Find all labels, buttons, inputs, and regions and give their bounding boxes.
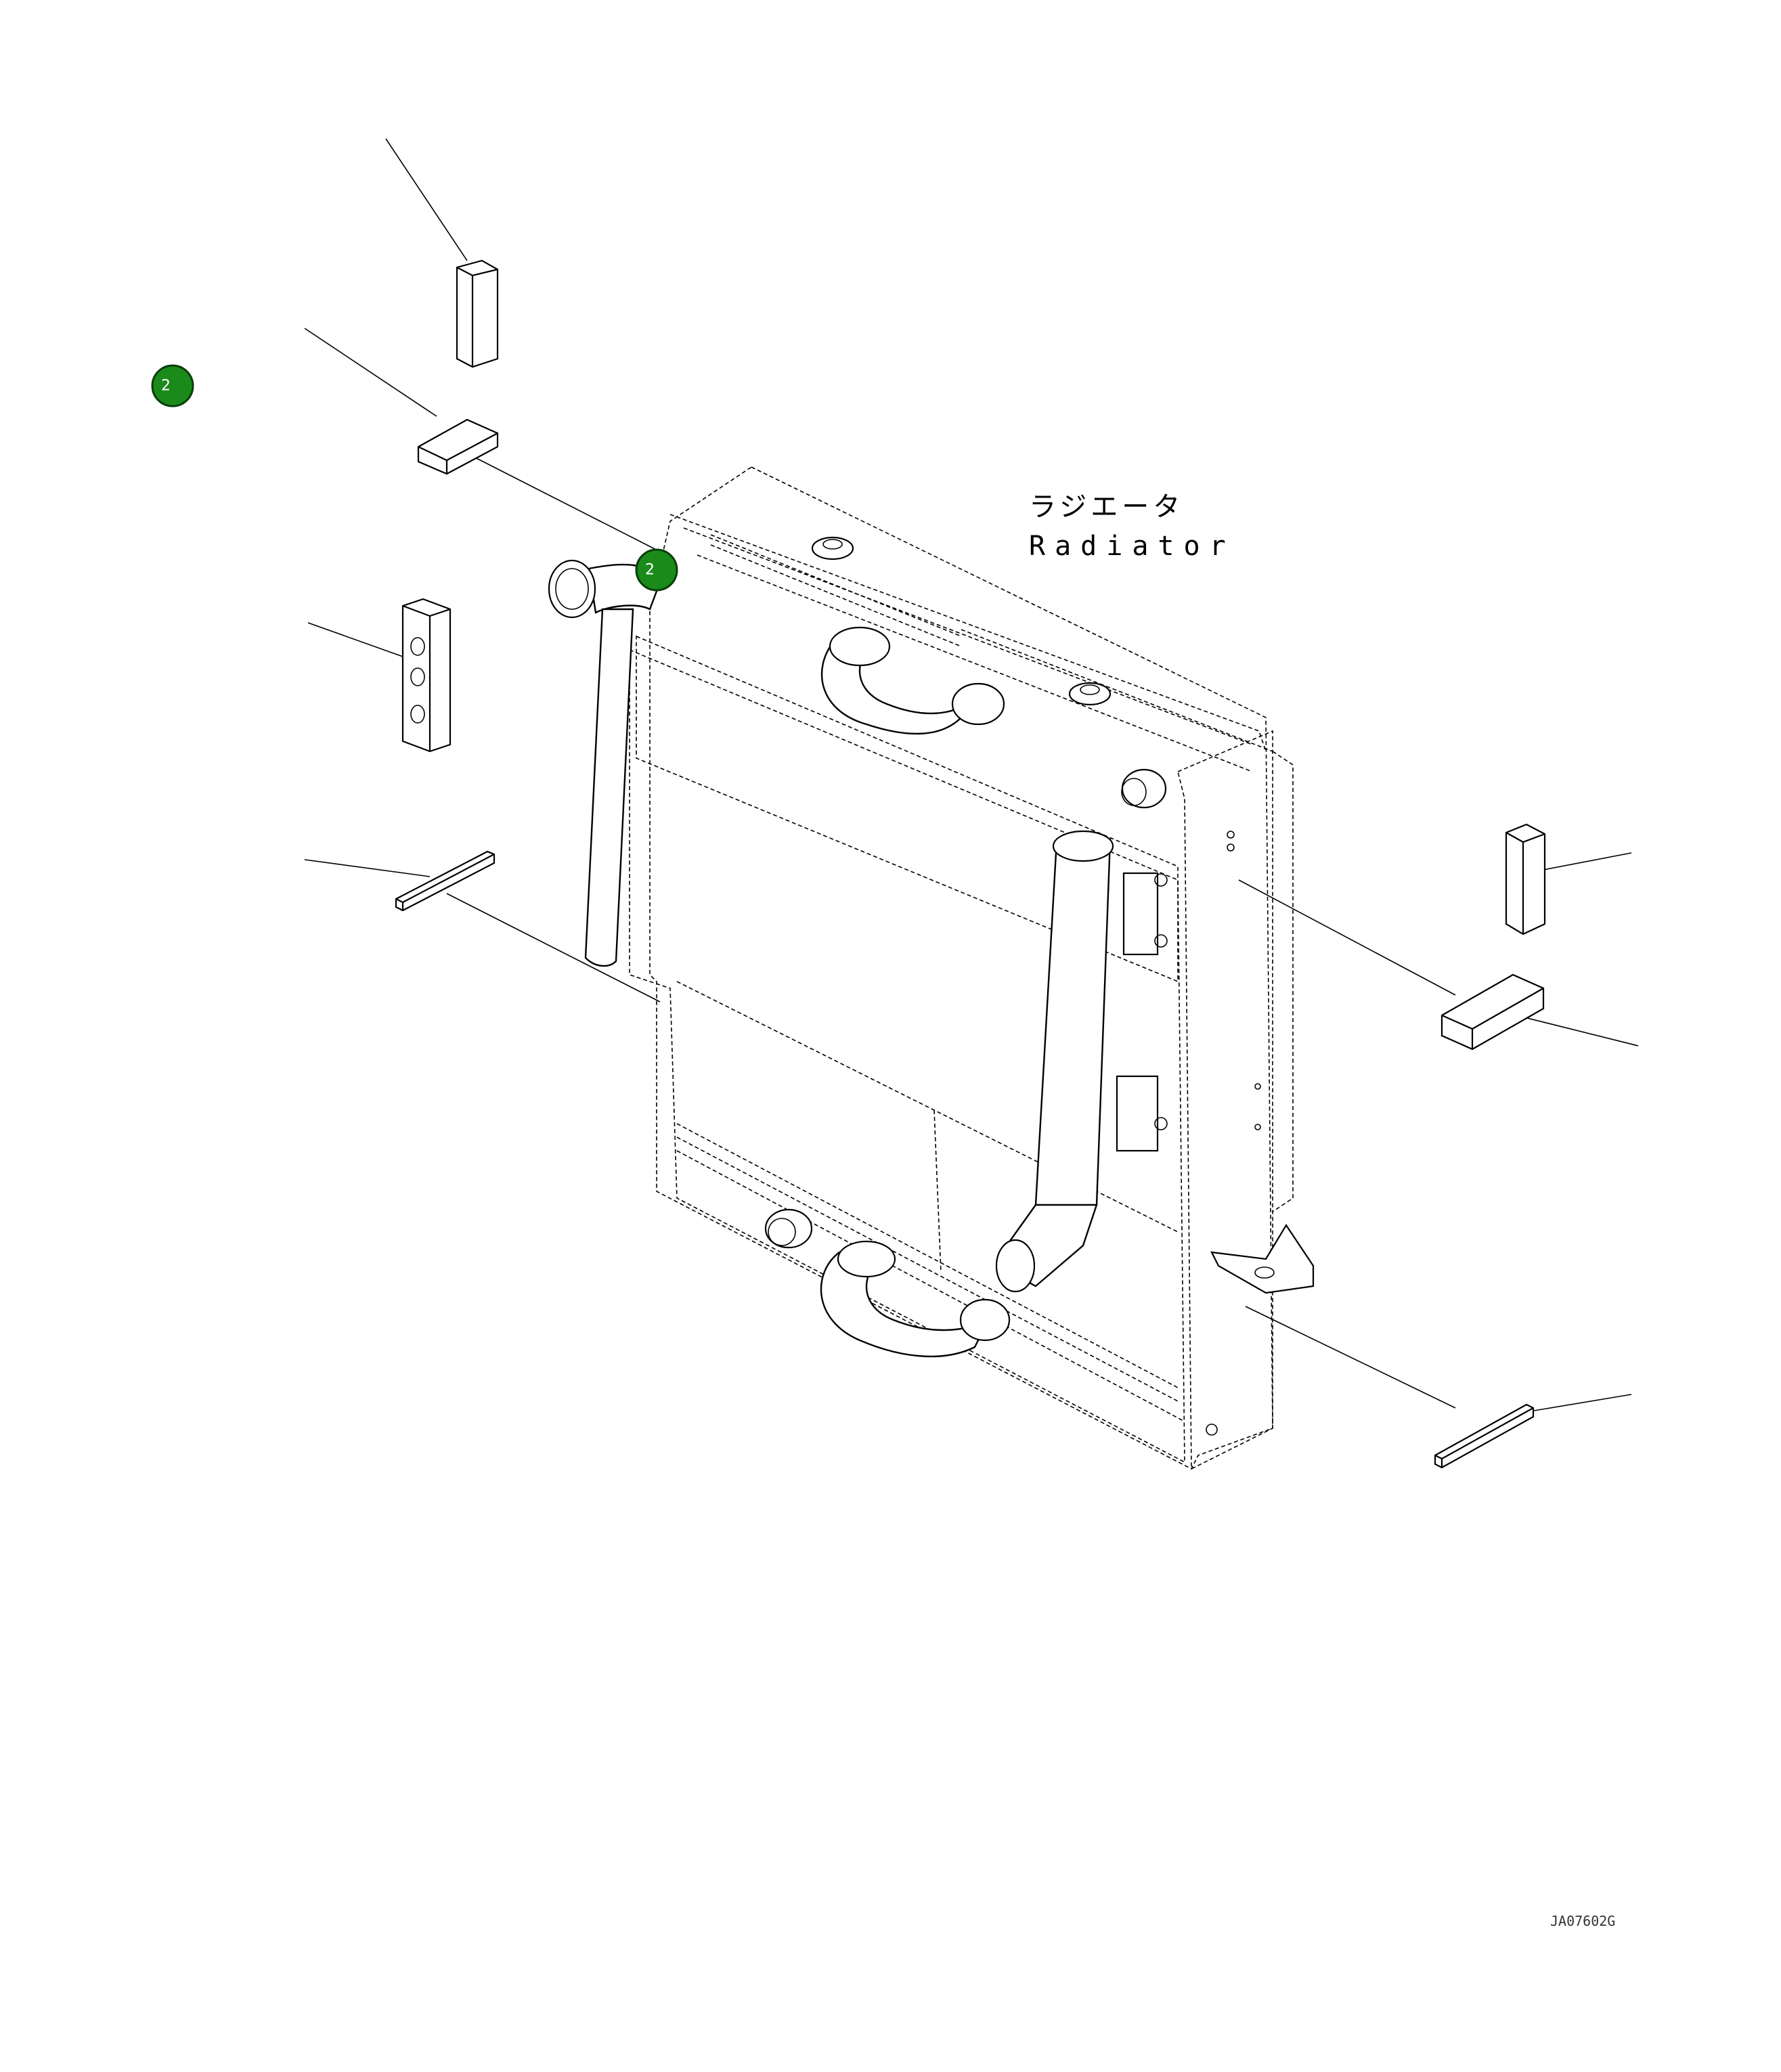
- radiator-side-column: [1177, 730, 1273, 1470]
- radiator-label: ラジエータ Radiator: [1029, 491, 1235, 562]
- spacer-block-flat-right: [1441, 973, 1545, 1051]
- callout-marker-2[interactable]: 2: [635, 548, 678, 592]
- spacer-block-holes: [401, 598, 452, 753]
- bracket-lower: [1116, 1075, 1159, 1152]
- leader-lines: [304, 138, 1639, 1412]
- lower-u-hose: [820, 1251, 990, 1358]
- radiator-label-jp: ラジエータ: [1029, 491, 1184, 523]
- bracket-upper: [1122, 872, 1159, 956]
- radiator-assembly: [548, 466, 1315, 1470]
- strip-long-right: [1434, 1403, 1535, 1469]
- intercooler-pipe: [1034, 838, 1112, 1216]
- upper-right-outlet: [1121, 768, 1167, 809]
- callout-number: 2: [161, 378, 171, 395]
- strip-long-left: [395, 850, 496, 912]
- radiator-upper-core: [636, 635, 1179, 983]
- mounting-bracket: [1210, 1223, 1315, 1294]
- callout-marker-1[interactable]: 2: [151, 364, 194, 407]
- radiator-cap-1: [811, 536, 854, 560]
- radiator-label-en: Radiator: [1029, 531, 1235, 562]
- spacer-block-tall-left: [456, 259, 499, 368]
- left-tank-tube: [584, 608, 634, 967]
- drawing-code: JA07602G: [1550, 1913, 1615, 1929]
- loose-parts: [395, 259, 1546, 1469]
- radiator-cap-2: [1068, 682, 1112, 706]
- spacer-block-tall-right: [1505, 823, 1546, 935]
- callout-number: 2: [645, 562, 655, 579]
- radiator-core-face: [629, 648, 1185, 1463]
- spacer-block-flat-left: [417, 418, 499, 475]
